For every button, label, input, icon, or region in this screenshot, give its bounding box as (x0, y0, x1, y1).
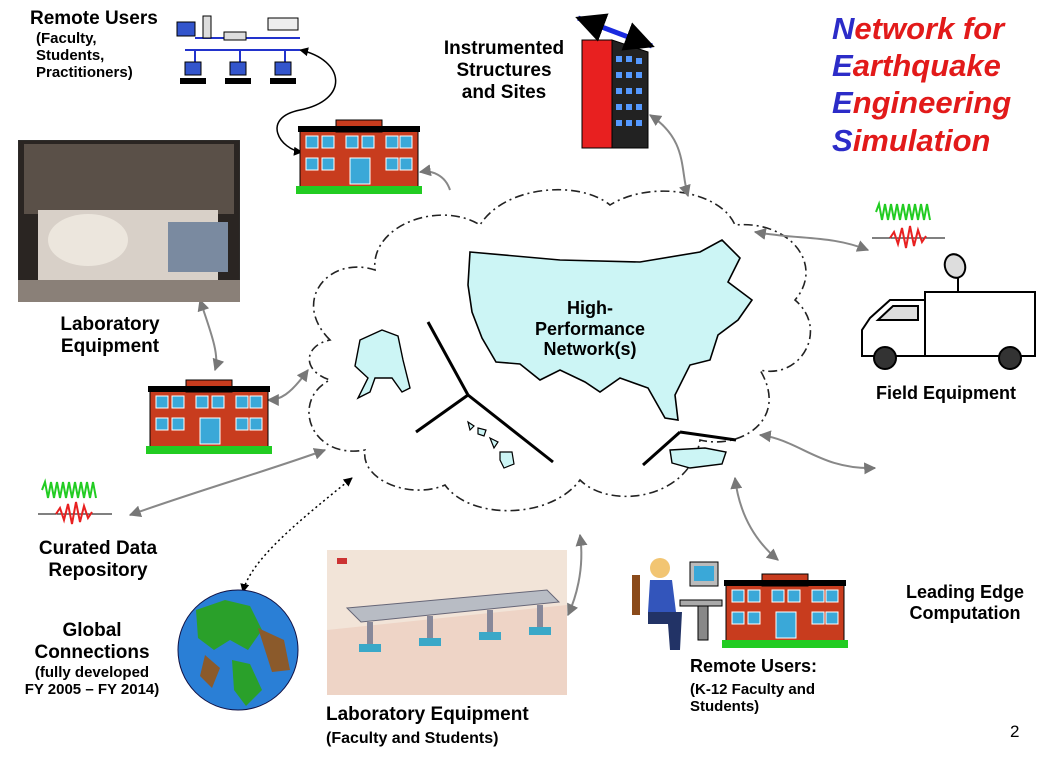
label-line: Laboratory (60, 314, 160, 335)
title-line: etwork for (854, 11, 1005, 46)
lab-equipment-bottom-label: Laboratory Equipment (Faculty and Studen… (326, 704, 529, 748)
map-inset-lines (415, 321, 737, 467)
label-line: and Sites (461, 81, 547, 103)
hawaii-map (467, 420, 515, 469)
us-map (467, 239, 754, 421)
connector-arrows (128, 114, 877, 617)
title-line: arthquake (852, 48, 1001, 84)
network-label: High- Performance Network(s) (520, 298, 660, 360)
label-line: Computation (909, 602, 1021, 623)
remote-users-bottom-label: Remote Users: (K-12 Faculty and Students… (690, 656, 817, 715)
label-line: (Faculty and Students) (326, 729, 499, 747)
label-line: High- (567, 298, 613, 318)
label-line: Connections (34, 641, 150, 663)
puerto-rico-map (669, 447, 727, 469)
label-line: (K-12 Faculty and (690, 680, 816, 698)
title-initial: E (832, 48, 853, 84)
title-initial: E (832, 85, 853, 121)
label-line: Performance (534, 318, 646, 339)
seismograph-icon (38, 478, 112, 525)
label-line: Remote Users (30, 8, 158, 29)
title-line: imulation (852, 122, 991, 158)
title-initial: S (832, 122, 853, 158)
field-truck-icon (861, 253, 1036, 370)
label-line: Equipment (60, 335, 160, 357)
school-building-icon (296, 119, 422, 194)
school-building-icon (722, 573, 848, 648)
label-line: (fully developed (34, 663, 150, 681)
alaska-map (354, 329, 411, 400)
label-line: Repository (48, 559, 148, 581)
shake-table-photo (18, 140, 240, 302)
remote-users-top-label: Remote Users (Faculty, Students, Practit… (30, 8, 158, 82)
title-initial: N (832, 11, 855, 46)
page-number: 2 (1010, 722, 1020, 741)
instrumented-building-icon (575, 13, 655, 149)
instrumented-label: Instrumented Structures and Sites (418, 38, 590, 104)
seismograph-icon (872, 200, 945, 249)
label-line: Laboratory Equipment (326, 704, 529, 725)
label-line: Global (62, 620, 122, 641)
curated-data-label: Curated Data Repository (8, 538, 188, 582)
shake-table-array-photo (327, 550, 567, 695)
field-equipment-label: Field Equipment (875, 383, 1016, 403)
label-line: Practitioners) (36, 64, 133, 82)
label-line: Structures (456, 59, 552, 81)
computer-network-icon (176, 15, 300, 84)
diagram-title: Network for Earthquake Engineering Simul… (832, 10, 1011, 159)
person-at-computer-icon (632, 558, 723, 650)
label-line: Students) (690, 697, 760, 715)
global-connections-label: Global Connections (fully developed FY 2… (2, 620, 182, 698)
label-line: Instrumented (443, 38, 565, 59)
leading-edge-label: Leading Edge Computation (880, 582, 1050, 623)
school-building-icon (146, 379, 272, 454)
label-line: FY 2005 – FY 2014) (24, 680, 160, 698)
globe-icon (177, 589, 299, 711)
label-line: Leading Edge (905, 582, 1024, 602)
label-line: Students, (36, 47, 105, 65)
title-line: ngineering (852, 85, 1012, 121)
label-line: (Faculty, (36, 29, 97, 47)
label-line: Network(s) (543, 339, 637, 360)
label-line: Curated Data (38, 538, 158, 559)
label-line: Remote Users: (690, 656, 818, 676)
lab-equipment-left-label: Laboratory Equipment (30, 314, 190, 358)
remote-users-arrow (276, 47, 337, 156)
